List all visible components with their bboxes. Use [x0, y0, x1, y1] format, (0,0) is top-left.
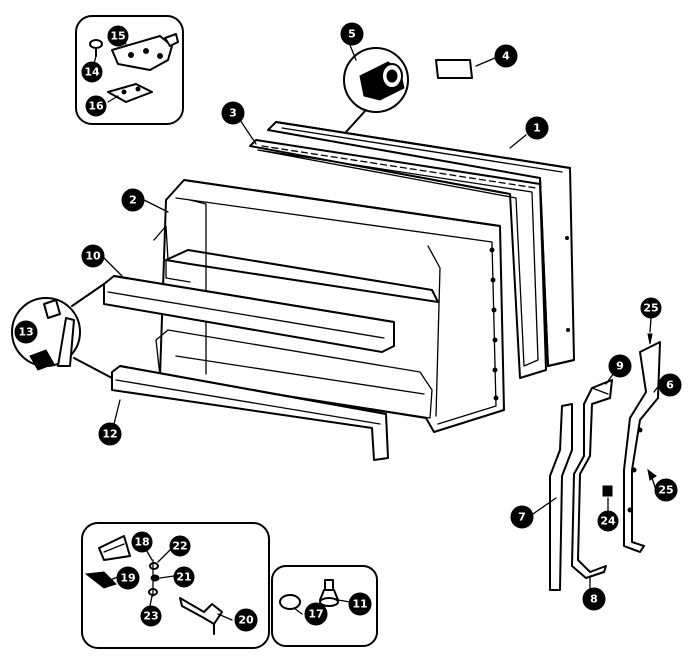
svg-text:7: 7 [518, 511, 526, 524]
plug-inset-box [271, 565, 378, 647]
callout-3: 3 [221, 101, 245, 125]
svg-text:5: 5 [348, 28, 356, 41]
callout-9: 9 [608, 354, 632, 378]
svg-text:11: 11 [352, 598, 367, 611]
shelf-bar-lower [111, 365, 389, 461]
callout-10: 10 [81, 244, 105, 268]
edge-bumps [489, 247, 499, 401]
callout-13: 13 [14, 320, 38, 344]
callout-6: 6 [658, 373, 682, 397]
callout-4: 4 [494, 44, 518, 68]
hardware-inset-box [81, 522, 270, 649]
callout-22: 22 [169, 535, 191, 557]
svg-text:23: 23 [143, 610, 158, 623]
detail-5-magnifier [343, 47, 409, 133]
svg-text:10: 10 [85, 250, 101, 263]
svg-text:1: 1 [533, 122, 541, 135]
callout-11: 11 [348, 592, 372, 616]
svg-text:2: 2 [129, 194, 137, 207]
badge-part [435, 59, 473, 79]
callout-12: 12 [98, 422, 122, 446]
callout-19: 19 [116, 566, 140, 590]
callout-2: 2 [121, 188, 145, 212]
svg-text:25: 25 [658, 484, 673, 497]
callout-16: 16 [85, 95, 107, 117]
callout-8: 8 [582, 587, 606, 611]
callout-1: 1 [525, 116, 549, 140]
svg-text:25: 25 [643, 302, 658, 315]
svg-text:18: 18 [134, 536, 149, 549]
callout-25-bottom: 25 [654, 478, 678, 502]
svg-text:22: 22 [172, 540, 187, 553]
svg-text:6: 6 [666, 379, 674, 392]
svg-text:3: 3 [229, 107, 237, 120]
hinge-inset-box [75, 15, 184, 125]
svg-text:17: 17 [308, 608, 323, 621]
svg-text:15: 15 [110, 30, 125, 43]
callout-25-top: 25 [640, 297, 662, 319]
inner-door-panel [153, 179, 505, 433]
detail-13-magnifier [11, 283, 113, 379]
svg-text:13: 13 [18, 326, 33, 339]
svg-text:21: 21 [176, 571, 191, 584]
svg-text:8: 8 [590, 593, 598, 606]
callout-24: 24 [597, 510, 619, 532]
svg-text:16: 16 [88, 100, 104, 113]
callout-23: 23 [140, 605, 162, 627]
callout-20: 20 [234, 608, 258, 632]
svg-text:20: 20 [238, 614, 254, 627]
svg-text:9: 9 [616, 360, 624, 373]
callout-18: 18 [131, 531, 153, 553]
handle-assembly [549, 333, 661, 591]
callout-17: 17 [304, 602, 328, 626]
callout-14: 14 [81, 61, 103, 83]
callout-bubbles: 1 2 3 4 5 6 7 8 [14, 22, 682, 632]
door-gasket [249, 139, 547, 379]
callout-21: 21 [173, 566, 195, 588]
svg-text:4: 4 [502, 50, 510, 63]
svg-text:12: 12 [102, 428, 117, 441]
svg-text:14: 14 [84, 66, 100, 79]
callout-15: 15 [107, 25, 129, 47]
callout-5: 5 [340, 22, 364, 46]
svg-text:19: 19 [120, 572, 135, 585]
shelf-bar-upper [103, 275, 395, 353]
svg-text:24: 24 [600, 515, 616, 528]
callout-7: 7 [510, 505, 534, 529]
